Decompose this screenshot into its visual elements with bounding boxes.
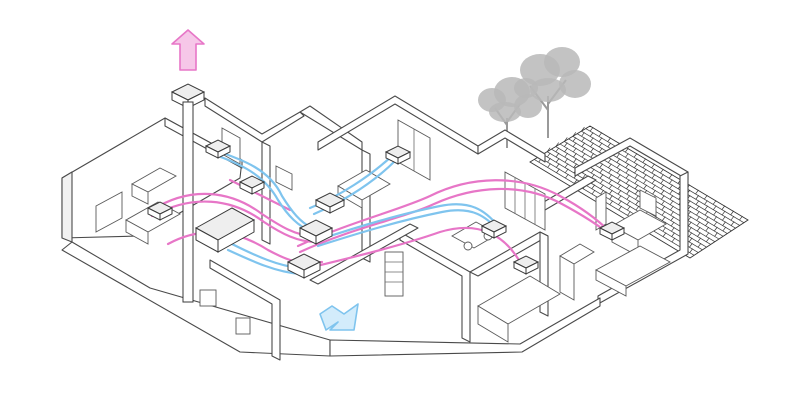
roof-tile-row: [559, 143, 720, 240]
roof-tile-tick: [695, 189, 699, 195]
roof-tile-tick: [572, 132, 577, 137]
roof-tile-tick: [730, 210, 734, 216]
roof-tile-tick: [607, 137, 611, 142]
roof-tile-tick: [642, 158, 647, 163]
roof-tile-tick: [668, 174, 673, 179]
roof-tile-row: [568, 138, 728, 234]
roof-tile-tick: [651, 163, 655, 169]
tree-group: [478, 47, 591, 148]
roof-tile-tick: [546, 147, 551, 152]
roof-tile-tick: [712, 200, 717, 205]
roof-tile-tick: [660, 168, 664, 174]
roof-tile-row: [538, 156, 699, 253]
roof-tile-row: [576, 133, 736, 229]
roof-tile-tick: [581, 126, 585, 132]
roof-tile-row: [585, 128, 745, 224]
roof-tile-tick: [739, 215, 743, 221]
toilet: [199, 289, 217, 307]
roof-tile-tick: [704, 194, 708, 200]
roof-tile-tick: [589, 126, 594, 132]
roof-tile-tick: [555, 142, 559, 147]
window-patio: [504, 171, 546, 231]
vent-diffuser-icon: [146, 139, 626, 279]
tree-right: [514, 47, 591, 138]
roof-tile-tick: [624, 147, 629, 153]
ventilation-unit-icon: [194, 207, 256, 253]
roof-tile-row: [542, 153, 703, 251]
roof-tile-tick: [633, 153, 638, 158]
roof-tile-tick: [564, 137, 568, 142]
roof-tile-row: [534, 159, 695, 256]
roof-tiles: [529, 125, 749, 259]
roof-tile-tick: [598, 132, 603, 137]
door: [384, 251, 404, 297]
up-arrow-icon: [171, 29, 205, 71]
right-arrow-icon: [319, 303, 359, 331]
roof-tile-tick: [721, 205, 726, 210]
